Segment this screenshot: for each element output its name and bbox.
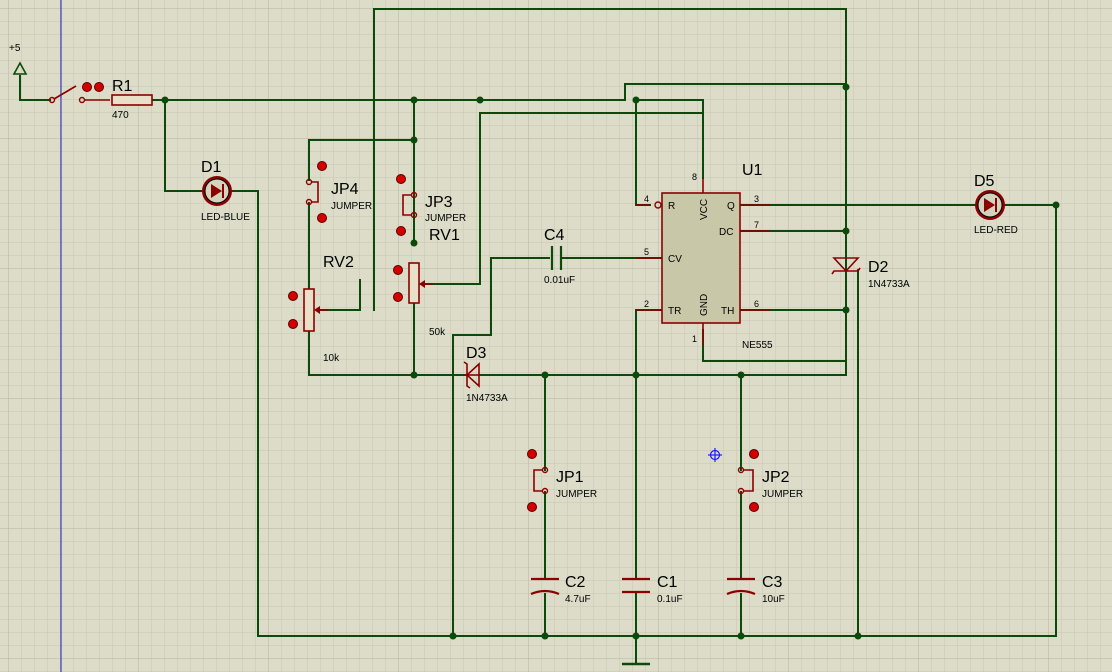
d1-value: LED-BLUE: [201, 212, 250, 223]
capacitor-c4[interactable]: C4 0.01uF: [544, 227, 575, 286]
d2-value: 1N4733A: [868, 279, 910, 290]
pin-tr-label: TR: [668, 306, 681, 317]
c3-ref: C3: [762, 574, 783, 591]
rv2-value: 10k: [323, 353, 340, 364]
jp4-ref: JP4: [331, 181, 359, 198]
jumper-jp1[interactable]: JP1 JUMPER: [527, 449, 598, 512]
resistor-r1[interactable]: R1 470: [111, 78, 153, 121]
capacitor-c3[interactable]: C3 10uF: [726, 574, 785, 605]
jp1-ref: JP1: [556, 469, 584, 486]
pin-q-label: Q: [727, 201, 735, 212]
rv2-ref: RV2: [323, 254, 354, 271]
pin-2-number: 2: [644, 299, 649, 309]
jumper-jp2[interactable]: JP2 JUMPER: [737, 449, 804, 512]
jp2-value: JUMPER: [762, 489, 803, 500]
d3-ref: D3: [466, 345, 487, 362]
pin-1-number: 1: [692, 334, 697, 344]
jumper-jp3[interactable]: JP3 JUMPER: [396, 174, 467, 236]
c1-value: 0.1uF: [657, 594, 683, 605]
jp1-value: JUMPER: [556, 489, 597, 500]
zener-d2[interactable]: D2 1N4733A: [831, 257, 910, 290]
switch[interactable]: [48, 82, 111, 104]
c2-ref: C2: [565, 574, 586, 591]
jumper-jp4[interactable]: JP4 JUMPER: [305, 161, 373, 223]
potentiometer-rv2[interactable]: RV2 10k: [288, 254, 354, 364]
power-label: +5: [9, 43, 21, 54]
c3-value: 10uF: [762, 594, 785, 605]
c1-ref: C1: [657, 574, 678, 591]
power-terminal[interactable]: +5: [9, 43, 28, 75]
r1-value: 470: [112, 110, 129, 121]
u1-ref: U1: [742, 162, 763, 179]
d2-ref: D2: [868, 259, 889, 276]
pin-4-number: 4: [644, 194, 649, 204]
jp4-value: JUMPER: [331, 201, 372, 212]
junction-dots: [161, 83, 1060, 640]
pin-dc-label: DC: [719, 227, 733, 238]
u1-value: NE555: [742, 340, 773, 351]
potentiometer-rv1[interactable]: RV1 50k: [393, 227, 460, 338]
r1-ref: R1: [112, 78, 133, 95]
pin-cv-label: CV: [668, 254, 682, 265]
pin-6-number: 6: [754, 299, 759, 309]
jp3-ref: JP3: [425, 194, 453, 211]
pin-7-number: 7: [754, 220, 759, 230]
pin-8-number: 8: [692, 172, 697, 182]
capacitor-c2[interactable]: C2 4.7uF: [530, 574, 591, 605]
jp3-value: JUMPER: [425, 213, 466, 224]
rv1-ref: RV1: [429, 227, 460, 244]
capacitor-c1[interactable]: C1 0.1uF: [622, 574, 683, 605]
pin-3-number: 3: [754, 194, 759, 204]
d1-ref: D1: [201, 159, 222, 176]
c2-value: 4.7uF: [565, 594, 591, 605]
led-d1[interactable]: D1 LED-BLUE: [201, 159, 250, 223]
d5-ref: D5: [974, 173, 995, 190]
led-d5[interactable]: D5 LED-RED: [974, 173, 1018, 236]
pin-gnd-label: GND: [699, 294, 710, 316]
ic-u1-ne555[interactable]: U1 NE555 R VCC Q DC CV TR GND TH 4 8 3 7…: [636, 162, 773, 351]
rv1-value: 50k: [429, 327, 446, 338]
crosshair-cursor-icon: [708, 448, 722, 462]
d5-value: LED-RED: [974, 225, 1018, 236]
pin-vcc-label: VCC: [699, 199, 710, 220]
pin-5-number: 5: [644, 247, 649, 257]
pin-r-label: R: [668, 201, 675, 212]
pin-th-label: TH: [721, 306, 734, 317]
zener-d3[interactable]: D3 1N4733A: [463, 345, 508, 404]
c4-ref: C4: [544, 227, 565, 244]
c4-value: 0.01uF: [544, 275, 575, 286]
d3-value: 1N4733A: [466, 393, 508, 404]
jp2-ref: JP2: [762, 469, 790, 486]
ic-body: [661, 192, 741, 324]
